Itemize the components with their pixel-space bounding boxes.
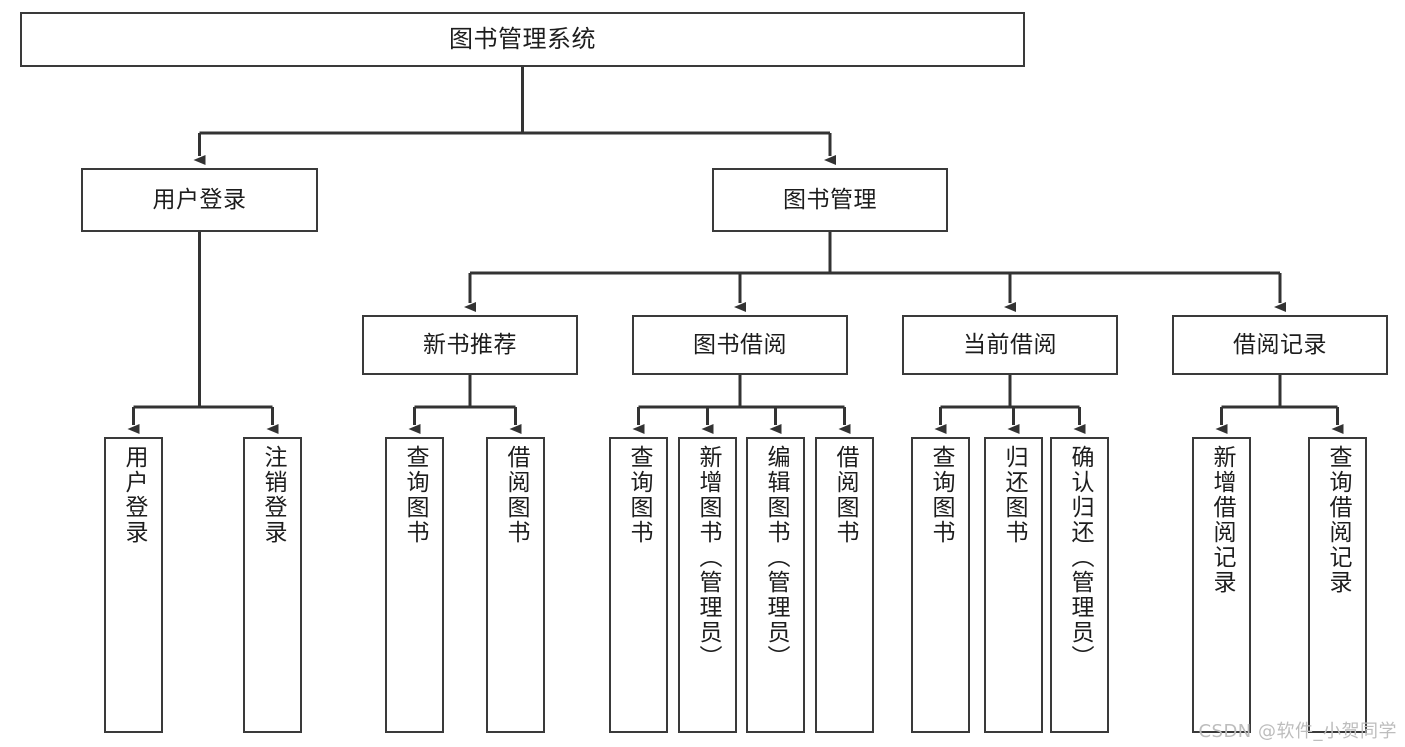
node-label: 新增图书（管理员） bbox=[695, 445, 721, 670]
node-leaf-rec-2[interactable]: 查询借阅记录 bbox=[1308, 437, 1367, 733]
node-label: 借阅图书 bbox=[503, 445, 529, 545]
node-label: 借阅记录 bbox=[1233, 331, 1327, 358]
node-records[interactable]: 借阅记录 bbox=[1172, 315, 1388, 375]
node-label: 查询图书 bbox=[928, 445, 954, 545]
node-label: 查询图书 bbox=[402, 445, 428, 545]
node-leaf-login-2[interactable]: 注销登录 bbox=[243, 437, 302, 733]
node-root[interactable]: 图书管理系统 bbox=[20, 12, 1025, 67]
node-leaf-cur-3[interactable]: 确认归还（管理员） bbox=[1050, 437, 1109, 733]
node-borrow[interactable]: 图书借阅 bbox=[632, 315, 848, 375]
node-login[interactable]: 用户登录 bbox=[81, 168, 318, 232]
node-label: 确认归还（管理员） bbox=[1067, 445, 1093, 670]
node-leaf-bor-4[interactable]: 借阅图书 bbox=[815, 437, 874, 733]
node-leaf-login-1[interactable]: 用户登录 bbox=[104, 437, 163, 733]
node-bookmgmt[interactable]: 图书管理 bbox=[712, 168, 948, 232]
node-label: 归还图书 bbox=[1001, 445, 1027, 545]
node-leaf-new-1[interactable]: 查询图书 bbox=[385, 437, 444, 733]
node-leaf-rec-1[interactable]: 新增借阅记录 bbox=[1192, 437, 1251, 733]
node-leaf-bor-1[interactable]: 查询图书 bbox=[609, 437, 668, 733]
node-leaf-bor-3[interactable]: 编辑图书（管理员） bbox=[746, 437, 805, 733]
node-current[interactable]: 当前借阅 bbox=[902, 315, 1118, 375]
node-label: 查询借阅记录 bbox=[1325, 445, 1351, 595]
node-label: 编辑图书（管理员） bbox=[763, 445, 789, 670]
node-label: 查询图书 bbox=[626, 445, 652, 545]
node-leaf-cur-2[interactable]: 归还图书 bbox=[984, 437, 1043, 733]
watermark-label: CSDN @软件_小贺同学 bbox=[1198, 721, 1397, 742]
node-leaf-new-2[interactable]: 借阅图书 bbox=[486, 437, 545, 733]
node-leaf-bor-2[interactable]: 新增图书（管理员） bbox=[678, 437, 737, 733]
node-label: 新书推荐 bbox=[423, 331, 517, 358]
node-label: 用户登录 bbox=[152, 186, 247, 213]
node-label: 图书管理 bbox=[783, 186, 877, 213]
node-label: 图书借阅 bbox=[693, 331, 787, 358]
node-leaf-cur-1[interactable]: 查询图书 bbox=[911, 437, 970, 733]
node-label: 借阅图书 bbox=[832, 445, 858, 545]
node-label: 注销登录 bbox=[260, 445, 286, 545]
node-label: 当前借阅 bbox=[963, 331, 1057, 358]
node-newbook[interactable]: 新书推荐 bbox=[362, 315, 578, 375]
node-label: 用户登录 bbox=[121, 445, 147, 545]
node-label: 新增借阅记录 bbox=[1209, 445, 1235, 595]
node-label: 图书管理系统 bbox=[449, 24, 596, 53]
